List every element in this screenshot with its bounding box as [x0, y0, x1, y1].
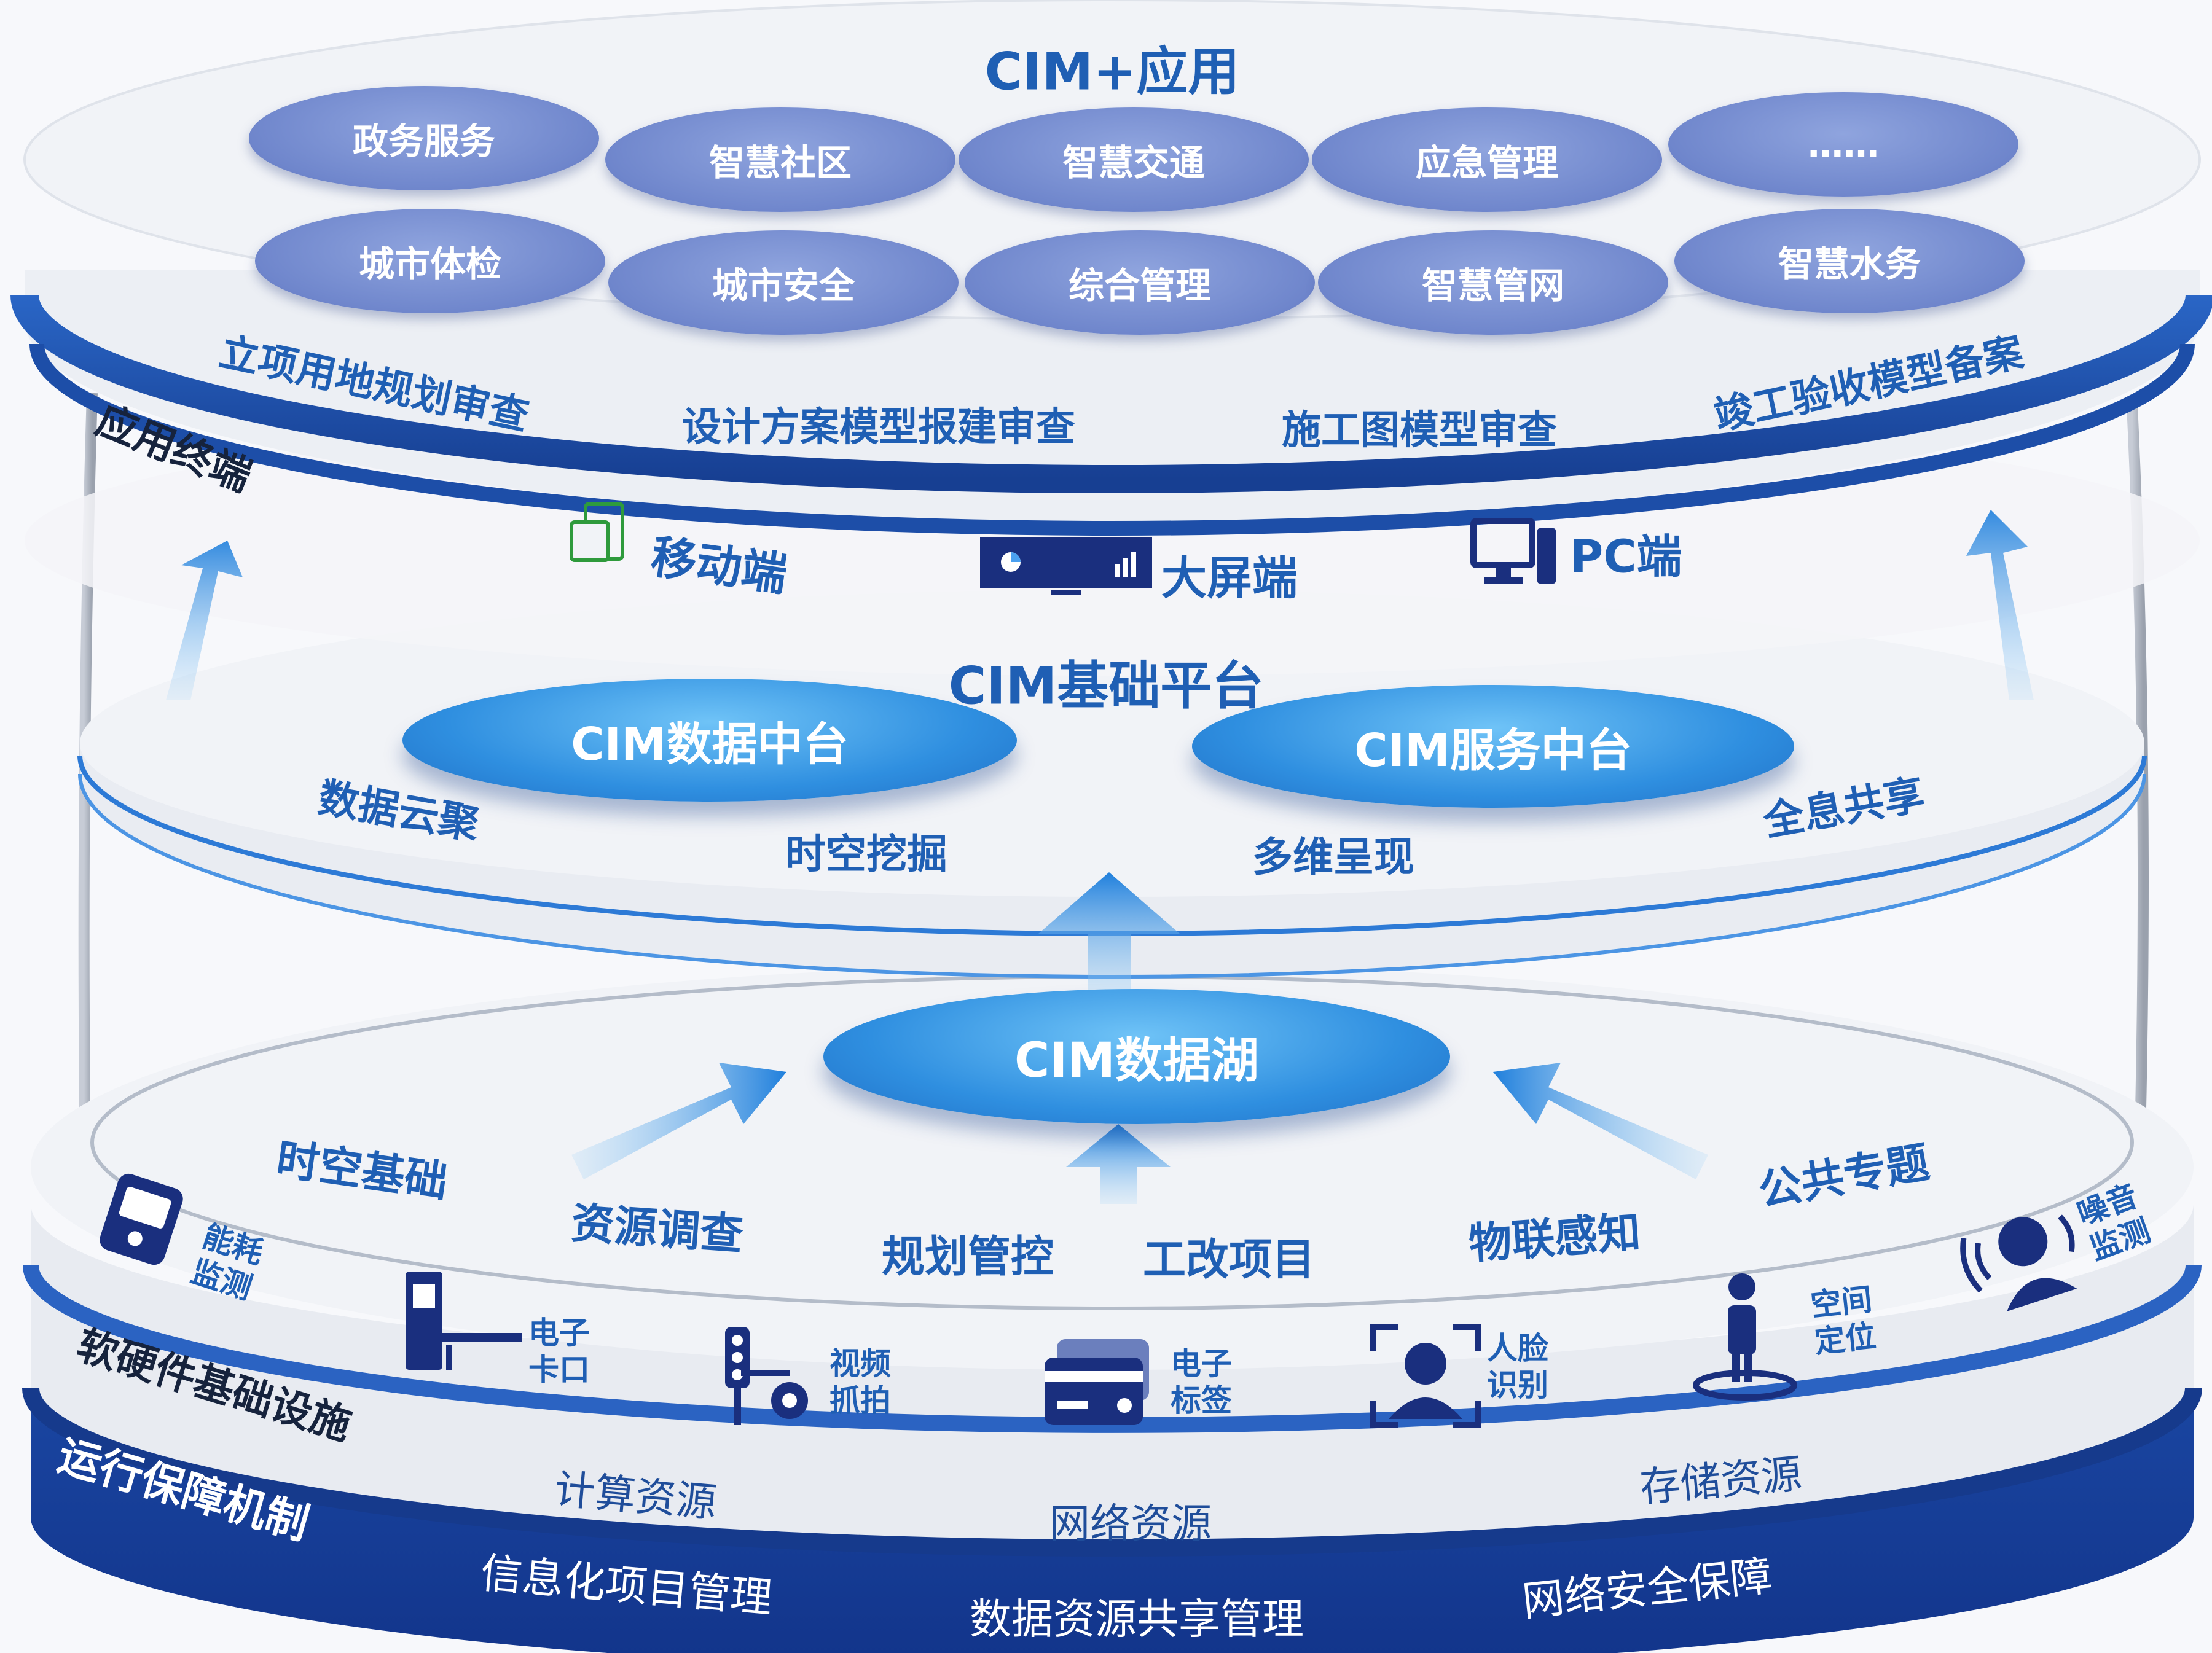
checkpoint-gate-icon	[393, 1265, 528, 1376]
arrow-into-lake-left	[571, 1063, 786, 1179]
app-oval-city-checkup[interactable]: 城市体检	[255, 209, 605, 313]
app-oval-more[interactable]: ……	[1668, 92, 2018, 197]
hub-label: CIM数据湖	[1014, 1033, 1259, 1088]
noise-sensor-icon	[1960, 1198, 2095, 1315]
infrastructure-title: 软硬件基础设施	[71, 1321, 357, 1450]
resource-computing: 计算资源	[552, 1465, 719, 1527]
source-reform-projects: 工改项目	[1143, 1234, 1315, 1285]
ops-network-security: 网络安全保障	[1520, 1552, 1775, 1627]
terminal-title: 应用终端	[90, 396, 258, 501]
device-face-label: 人脸 识别	[1487, 1331, 1548, 1403]
app-oval-label: 智慧水务	[1778, 243, 1921, 285]
terminal-pc-label: PC端	[1570, 530, 1682, 584]
data-lake-hub[interactable]: CIM数据湖	[823, 989, 1450, 1124]
hub-service-middle-platform[interactable]: CIM服务中台	[1192, 685, 1794, 808]
app-oval-label: 智慧管网	[1421, 265, 1564, 307]
arrow-lake-to-platform	[1038, 872, 1180, 1007]
feature-spatiotemporal-mining: 时空挖掘	[785, 830, 947, 878]
device-rfid-label: 电子 标签	[1171, 1346, 1232, 1418]
traffic-camera-icon	[713, 1321, 823, 1431]
terminal-large-screen-label: 大屏端	[1161, 552, 1298, 605]
arrow-into-lake-right	[1493, 1063, 1708, 1179]
device-camera-label: 视频 抓拍	[830, 1346, 891, 1418]
cim-app-title: CIM+应用	[984, 41, 1240, 102]
app-oval-label: 综合管理	[1068, 265, 1211, 307]
app-oval-label: 智慧社区	[708, 142, 852, 184]
source-spatiotemporal-basis: 时空基础	[273, 1133, 451, 1208]
resource-storage: 存储资源	[1637, 1450, 1804, 1512]
device-energy-label: 能耗 监测	[187, 1218, 268, 1307]
app-oval-smart-water[interactable]: 智慧水务	[1674, 209, 2025, 313]
pc-icon	[1469, 516, 1561, 590]
ops-data-sharing-mgmt: 数据资源共享管理	[969, 1595, 1304, 1644]
operations-title: 运行保障机制	[52, 1429, 315, 1550]
face-recognition-icon	[1367, 1321, 1484, 1431]
feature-data-aggregation: 数据云聚	[315, 773, 483, 849]
app-oval-label: 城市体检	[358, 243, 501, 285]
hub-label: CIM数据中台	[571, 717, 849, 771]
app-oval-label: 智慧交通	[1062, 142, 1205, 184]
app-oval-label: 政务服务	[352, 120, 495, 162]
source-public-topics: 公共专题	[1754, 1136, 1933, 1217]
review-design-scheme: 设计方案模型报建审查	[682, 405, 1075, 450]
hub-data-middle-platform[interactable]: CIM数据中台	[402, 679, 1017, 802]
source-iot-sensing: 物联感知	[1467, 1206, 1642, 1270]
energy-meter-icon	[92, 1167, 190, 1272]
source-resource-survey: 资源调查	[570, 1197, 745, 1260]
platform-disc	[80, 590, 2144, 897]
platform-title: CIM基础平台	[948, 655, 1264, 716]
app-oval-smart-community[interactable]: 智慧社区	[605, 107, 955, 212]
app-oval-smart-pipe[interactable]: 智慧管网	[1318, 230, 1668, 335]
app-oval-label: ……	[1808, 123, 1879, 165]
arrow-up-left	[166, 541, 243, 700]
app-oval-integrated-mgmt[interactable]: 综合管理	[965, 230, 1315, 335]
app-oval-city-safety[interactable]: 城市安全	[608, 230, 959, 335]
app-oval-gov-service[interactable]: 政务服务	[249, 86, 599, 190]
source-planning-control: 规划管控	[882, 1231, 1054, 1282]
ops-it-project-mgmt: 信息化项目管理	[478, 1549, 774, 1624]
arrow-into-lake-bottom	[1066, 1124, 1171, 1204]
app-oval-label: 城市安全	[712, 265, 855, 307]
device-noise-label: 噪音 监测	[2072, 1178, 2155, 1267]
app-oval-label: 应急管理	[1415, 142, 1558, 184]
resource-network: 网络资源	[1049, 1500, 1212, 1547]
review-completion-filing: 竣工验收模型备案	[1710, 329, 2028, 440]
arrow-up-right	[1966, 510, 2034, 700]
large-screen-icon	[977, 534, 1155, 596]
review-land-use: 立项用地规划审查	[215, 329, 533, 440]
mobile-device-icon	[568, 498, 642, 565]
device-checkpoint-label: 电子 卡口	[528, 1315, 590, 1388]
app-oval-smart-traffic[interactable]: 智慧交通	[959, 107, 1309, 212]
terminal-mobile-label: 移动端	[648, 530, 790, 602]
review-construction-drawing: 施工图模型审查	[1282, 408, 1557, 453]
hub-label: CIM服务中台	[1354, 724, 1632, 777]
feature-holographic-sharing: 全息共享	[1760, 770, 1928, 846]
rfid-card-icon	[1038, 1333, 1161, 1431]
location-person-icon	[1690, 1272, 1800, 1401]
feature-multidim-rendering: 多维呈现	[1252, 834, 1414, 881]
device-location-label: 空间 定位	[1809, 1281, 1878, 1360]
app-oval-emergency[interactable]: 应急管理	[1312, 107, 1662, 212]
